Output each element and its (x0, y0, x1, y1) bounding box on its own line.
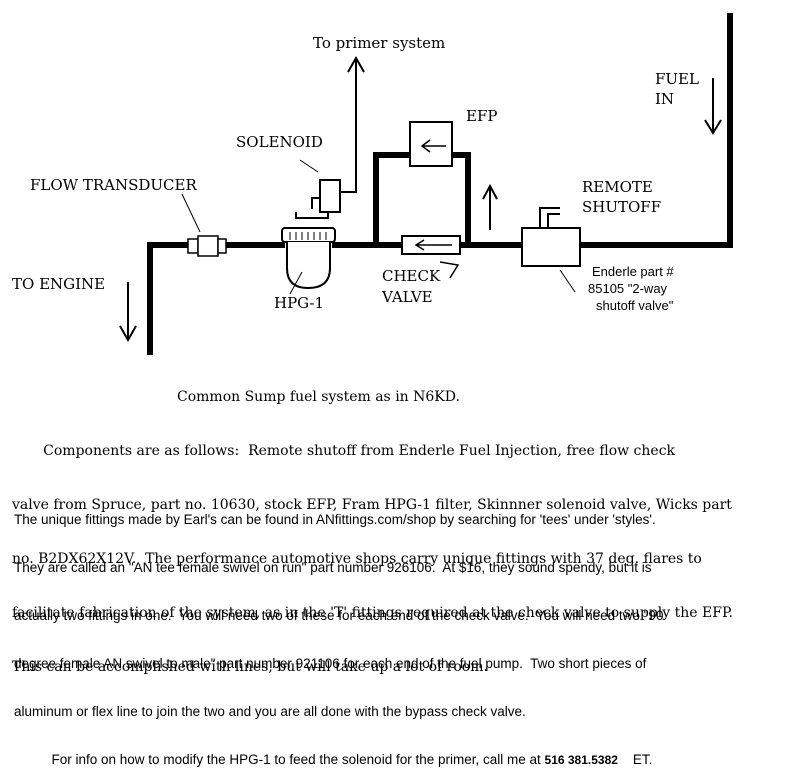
efp-outlet-arrow (482, 183, 498, 230)
enderle-label-line-3: shutoff valve" (596, 298, 674, 313)
caption-block: Common Sump fuel system as in N6KD. Comp… (12, 352, 733, 694)
remote-label: REMOTE (582, 178, 653, 196)
notes-line: They are called an "AN tee female swivel… (14, 560, 652, 575)
primer-arrow (347, 55, 365, 92)
notes-info-line: For info on how to modify the HPG-1 to f… (14, 752, 663, 768)
caption-title: Common Sump fuel system as in N6KD. (177, 389, 460, 405)
notes-line: degree female AN swivel to male" part nu… (14, 656, 647, 671)
to-primer-label: To primer system (313, 34, 445, 52)
solenoid-valve (319, 179, 341, 213)
efp-pump (409, 121, 453, 167)
enderle-label-line-1: Enderle part # (592, 264, 674, 279)
enderle-pointer (559, 269, 576, 293)
notes-line: aluminum or flex line to join the two an… (14, 704, 526, 719)
shutoff-label: SHUTOFF (582, 198, 661, 216)
valve-label: VALVE (381, 288, 433, 306)
check-valve (401, 235, 461, 255)
efp-bypass-line (373, 152, 471, 248)
hpg-1-filter (281, 227, 336, 290)
caption-line: valve from Spruce, part no. 10630, stock… (12, 497, 732, 513)
enderle-label-line-2: 85105 "2-way (588, 281, 668, 296)
to-engine-arrow (119, 282, 137, 343)
main-fuel-line (577, 13, 733, 248)
flow-transducer (187, 235, 227, 257)
remote-shutoff-valve (521, 207, 581, 267)
efp-label: EFP (466, 107, 497, 125)
caption-line: facilitate fabrication of the system, as… (12, 605, 733, 621)
caption-line: This can be accomplished with lines, but… (12, 659, 488, 675)
to-engine-label: TO ENGINE (12, 275, 105, 293)
notes-line: The unique fittings made by Earl's can b… (14, 512, 656, 527)
transducer-pointer (181, 193, 201, 233)
check-label: CHECK (382, 267, 441, 285)
caption-line: no. B2DX62X12V. The performance automoti… (12, 551, 702, 567)
caption-line: Components are as follows: Remote shutof… (12, 443, 676, 459)
solenoid-pointer (299, 159, 319, 173)
fuel-label: FUEL (655, 70, 699, 88)
fuel-line-to-engine (147, 242, 195, 355)
hpg-label-pointer (289, 271, 303, 295)
info-text: For info on how to modify the HPG-1 to f… (14, 752, 545, 767)
flow-transducer-label: FLOW TRANSDUCER (30, 176, 197, 194)
fuel-system-diagram: To primer system FUEL IN EFP SOLENOID FL… (12, 13, 733, 355)
check-valve-pointer (439, 261, 460, 279)
info-suffix: ET. (617, 752, 653, 767)
notes-line: actually two fittings in one. You will n… (14, 608, 664, 623)
hpg-1-label: HPG-1 (274, 294, 324, 312)
in-label: IN (655, 90, 674, 108)
phone-number: 516 381.5382 (544, 753, 618, 767)
fuel-in-arrow (704, 78, 722, 135)
notes-block: The unique fittings made by Earl's can b… (14, 480, 663, 784)
solenoid-label: SOLENOID (236, 133, 323, 151)
